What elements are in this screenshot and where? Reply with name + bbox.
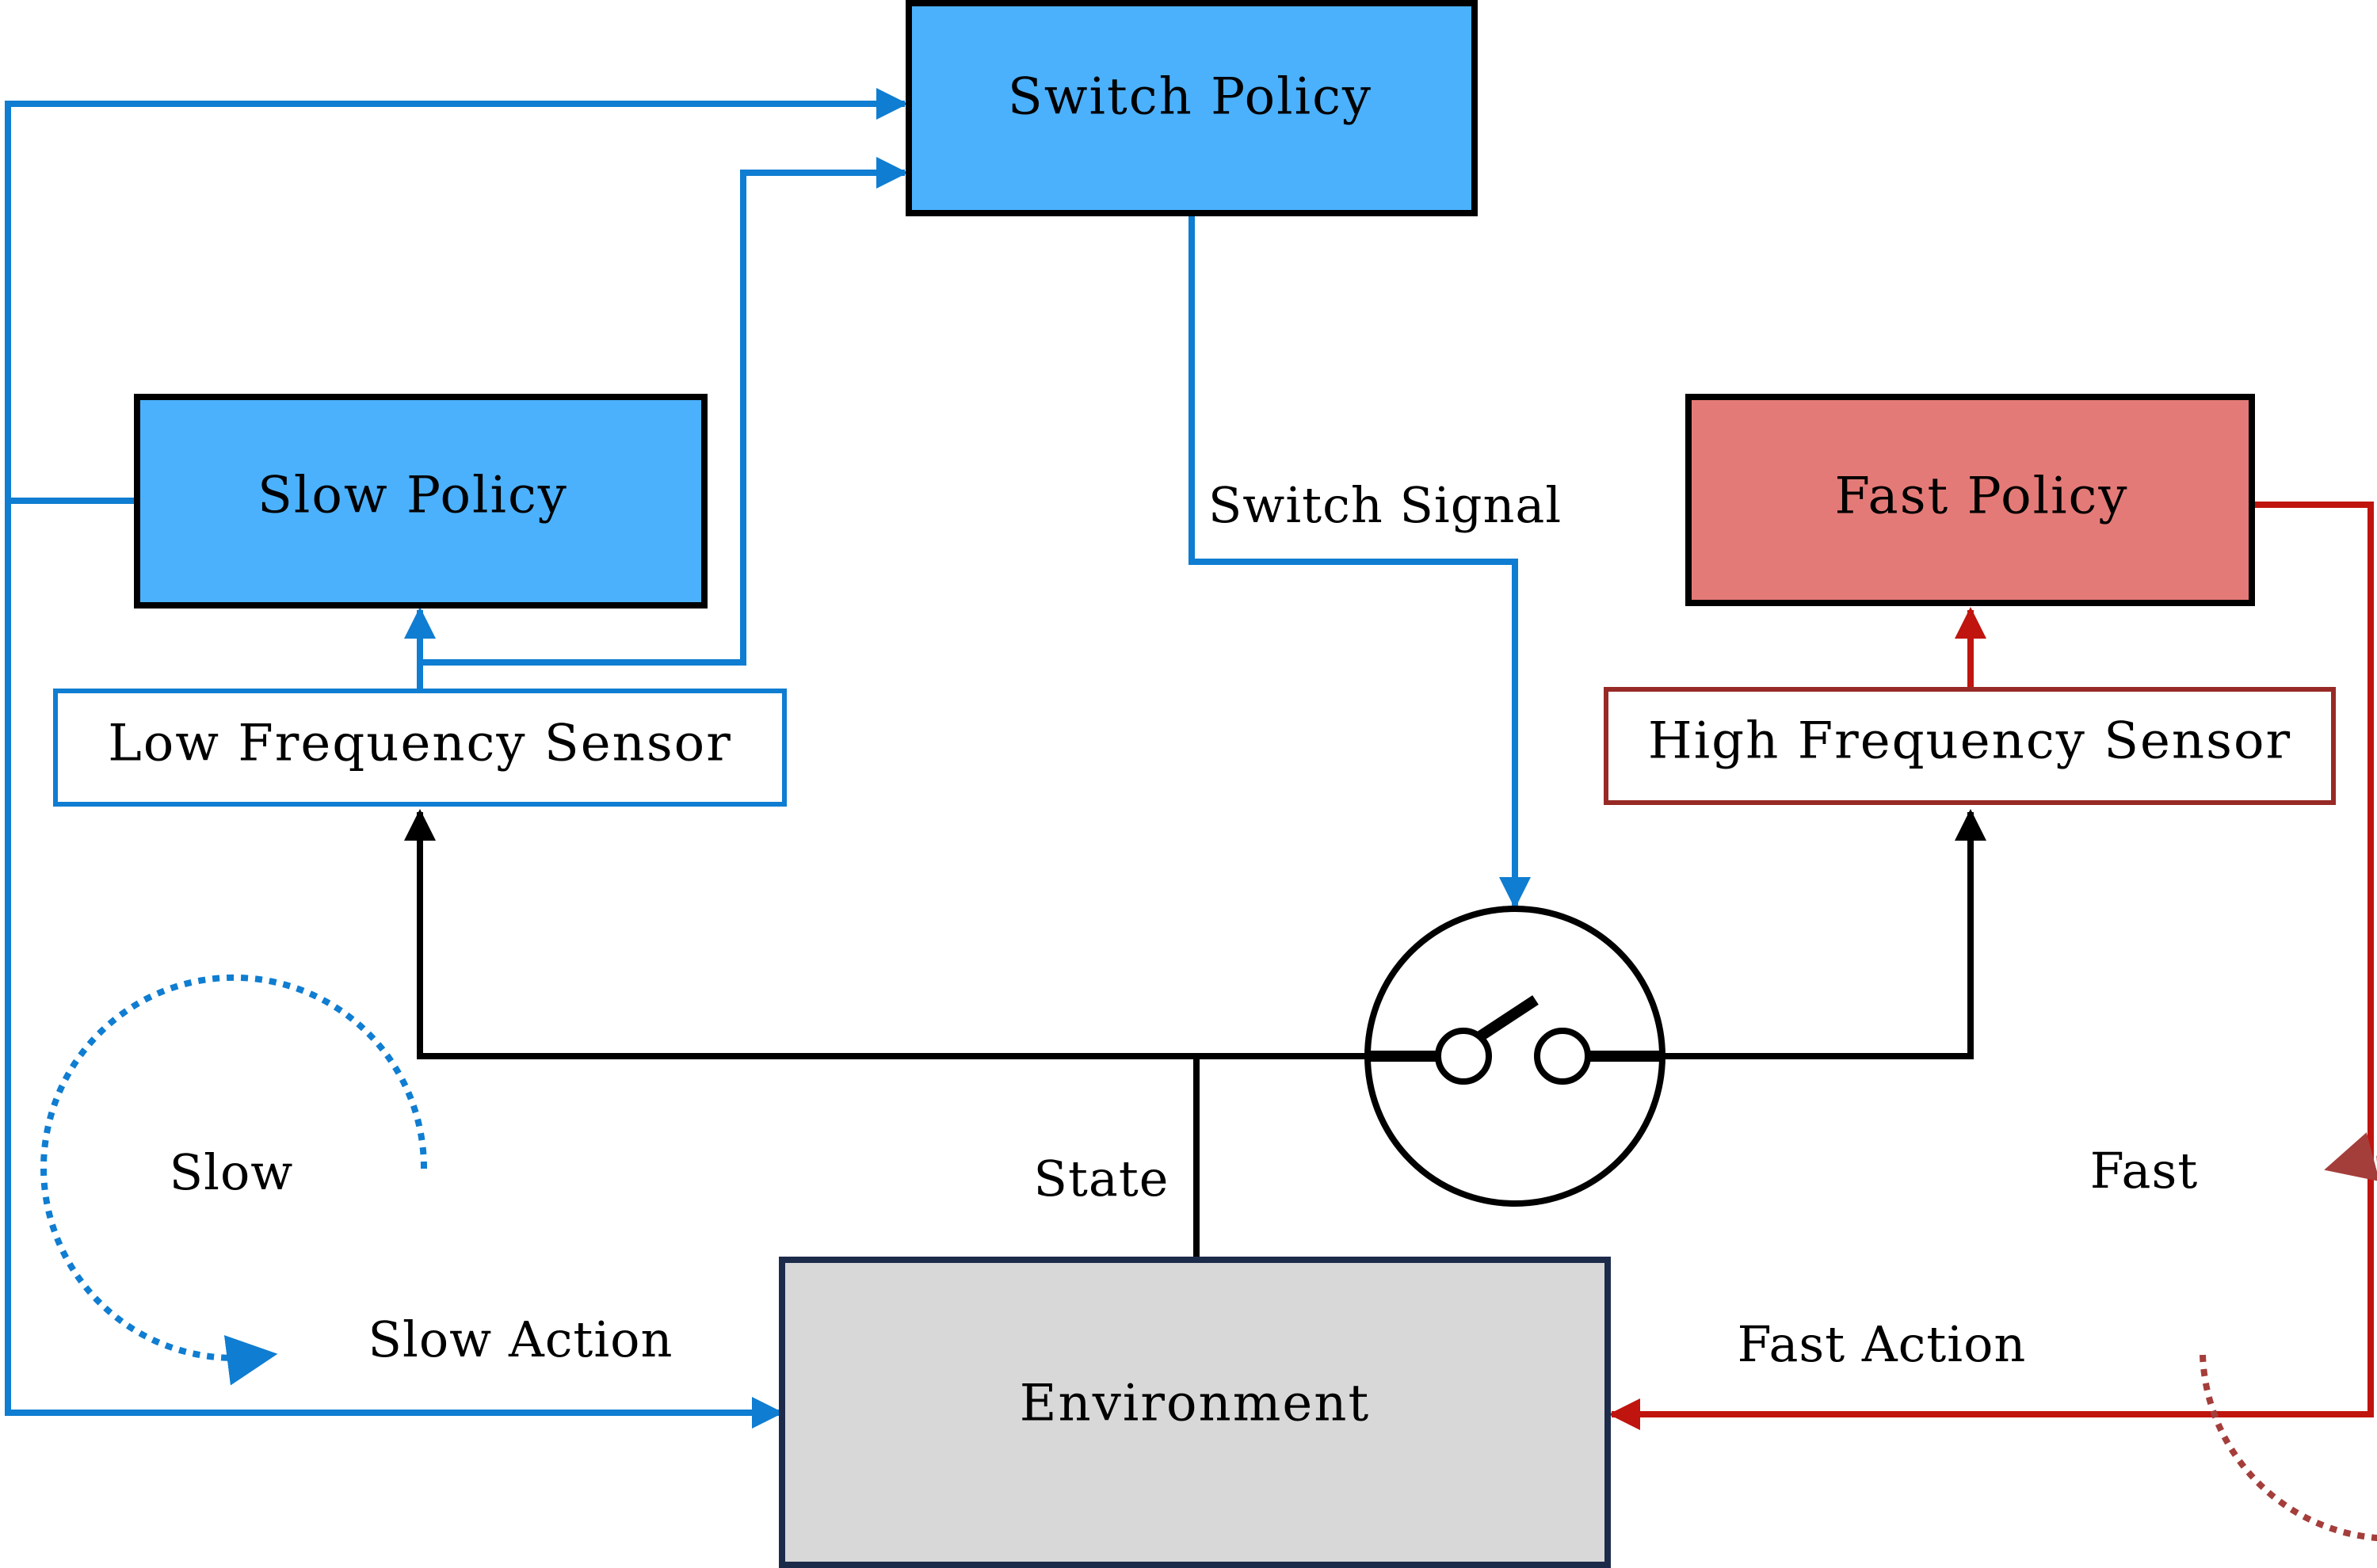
low-sensor-to-switch-policy-arrow [420, 157, 908, 666]
slow-policy-label: Slow Policy [258, 467, 568, 525]
high-frequency-sensor-label: High Frequency Sensor [1648, 712, 2291, 771]
switch-symbol [1364, 906, 1665, 1207]
state-to-low-sensor-arrow [404, 809, 1371, 1059]
state-label: State [1034, 1150, 1169, 1207]
switch-policy-label: Switch Policy [1008, 68, 1372, 127]
fast-loop-label: Fast [2090, 1142, 2199, 1200]
slow-policy-box [134, 394, 708, 609]
state-to-high-sensor-arrow [1664, 809, 1986, 1059]
low-frequency-sensor-label: Low Frequency Sensor [108, 715, 732, 773]
low-frequency-sensor-box [53, 689, 787, 807]
switch-policy-box [906, 0, 1478, 216]
high-frequency-sensor-box [1604, 687, 2336, 805]
environment-box [779, 1257, 1611, 1568]
fast-policy-box [1685, 394, 2255, 606]
slow-loop-label: Slow [170, 1143, 294, 1201]
slow-action-label: Slow Action [368, 1310, 673, 1368]
slow-action-arrow [5, 501, 784, 1429]
slow-policy-to-switch-policy-arrow [5, 88, 908, 501]
environment-label: Environment [1020, 1375, 1370, 1433]
fast-action-arrow [1608, 502, 2374, 1430]
slow-loop-arrow [40, 974, 428, 1386]
fast-policy-label: Fast Policy [1834, 467, 2128, 526]
switch-signal-arrow [1188, 214, 1531, 909]
switch-signal-label: Switch Signal [1208, 476, 1562, 534]
fast-action-label: Fast Action [1738, 1315, 2027, 1373]
fast-loop-arrow [2200, 1132, 2377, 1542]
